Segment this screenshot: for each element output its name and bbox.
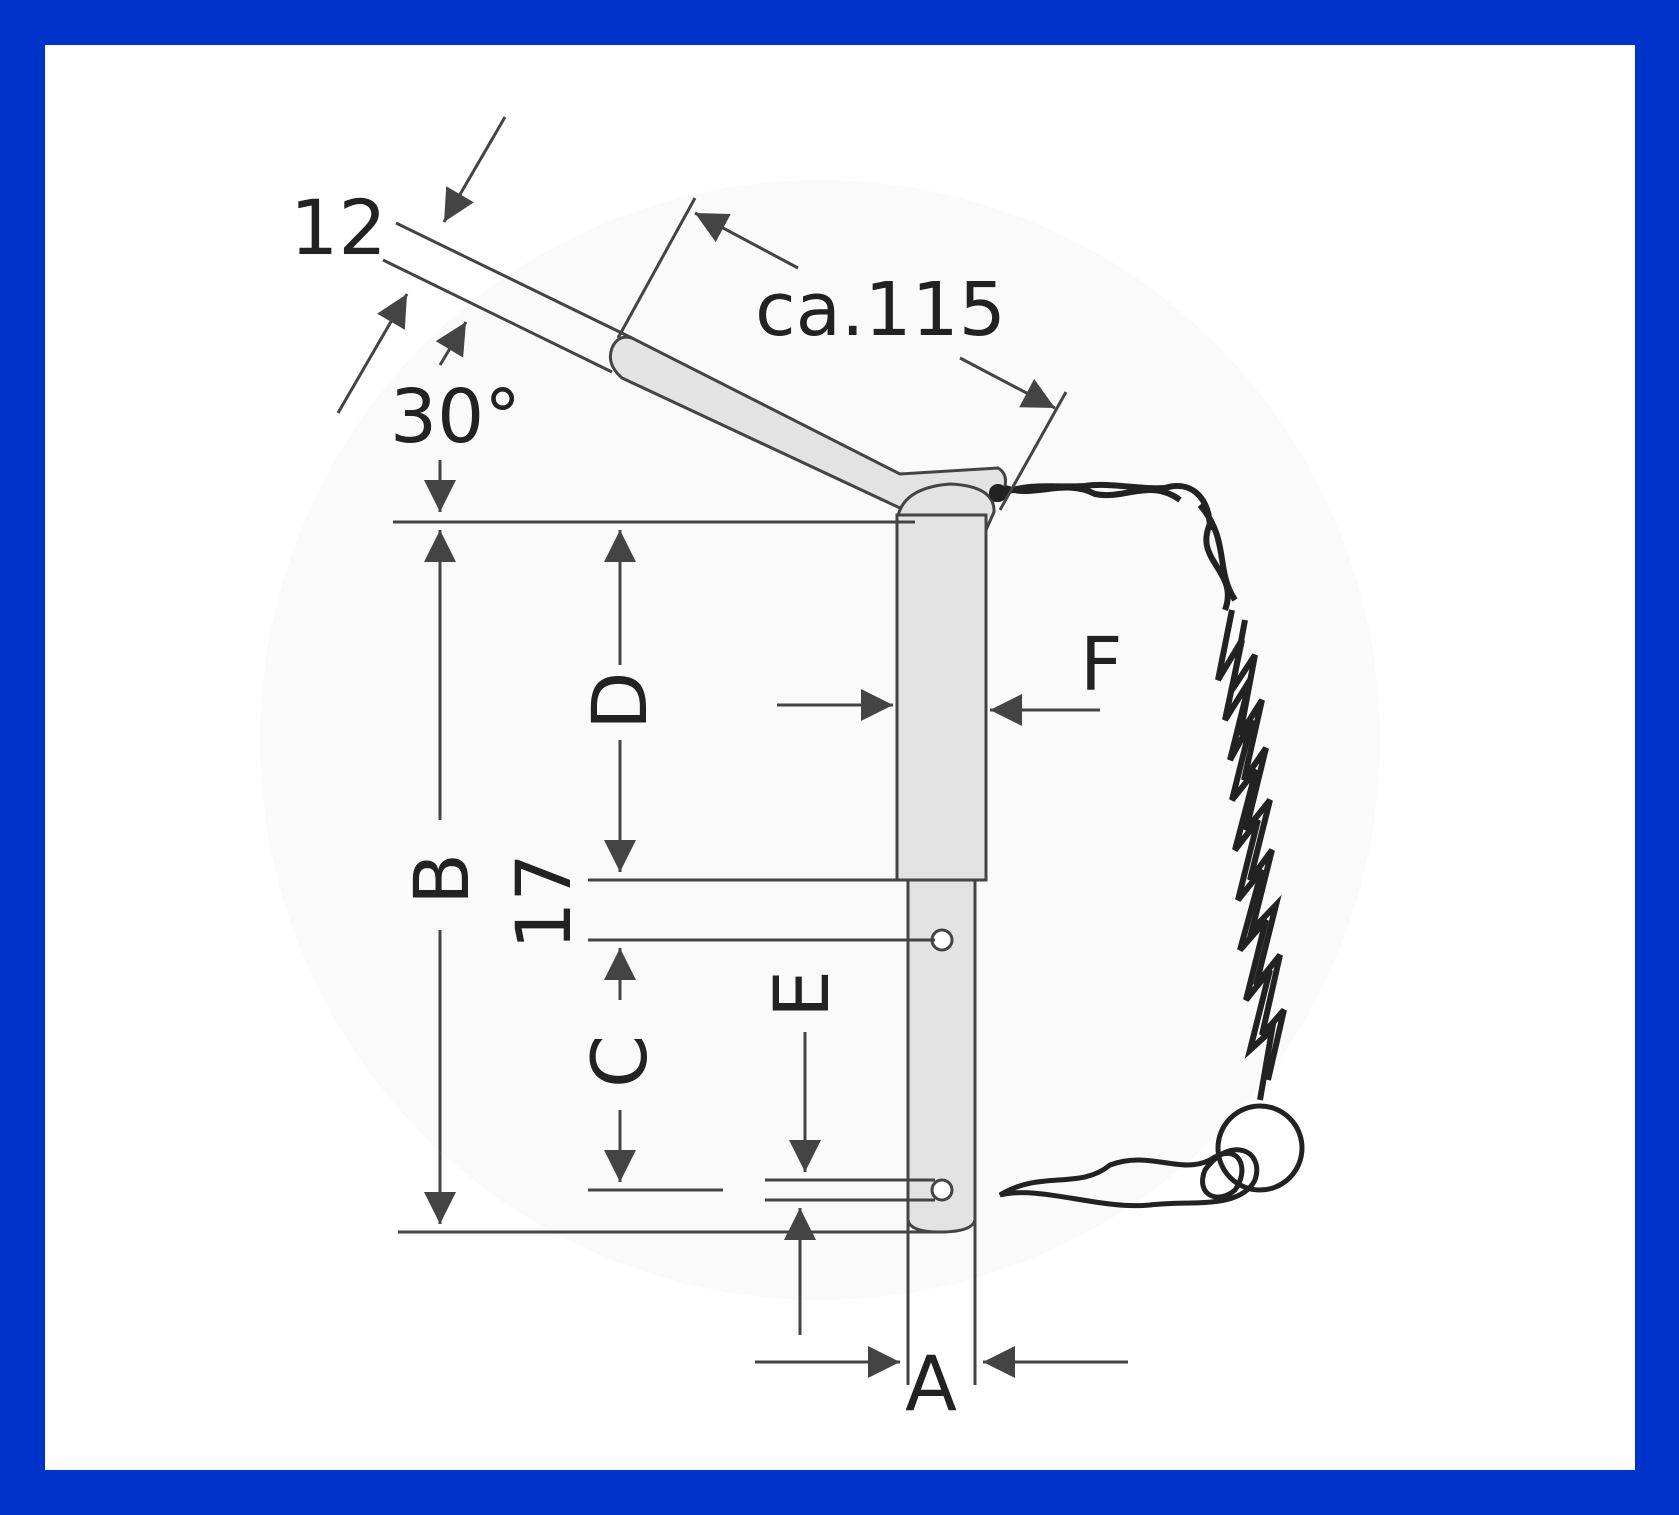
background-circle — [260, 180, 1380, 1300]
pin-hole-lower — [930, 1178, 954, 1202]
label-angle: 30° — [390, 374, 521, 460]
label-D: D — [575, 671, 664, 730]
label-step: 17 — [499, 853, 588, 950]
dimension-lines — [336, 116, 1128, 1385]
label-A: A — [905, 1339, 957, 1428]
label-E: E — [757, 970, 846, 1018]
label-B: B — [397, 853, 486, 905]
linch-pin — [608, 335, 1007, 1234]
pin-handle — [608, 335, 1007, 510]
label-length: ca.115 — [755, 267, 1006, 353]
r-clip — [998, 1147, 1260, 1209]
chain-ring — [1215, 1103, 1305, 1193]
pin-upper-shank — [895, 513, 988, 882]
chain — [989, 481, 1305, 1209]
label-thickness: 12 — [290, 183, 387, 272]
label-C: C — [575, 1035, 664, 1088]
label-F: F — [1080, 622, 1123, 708]
